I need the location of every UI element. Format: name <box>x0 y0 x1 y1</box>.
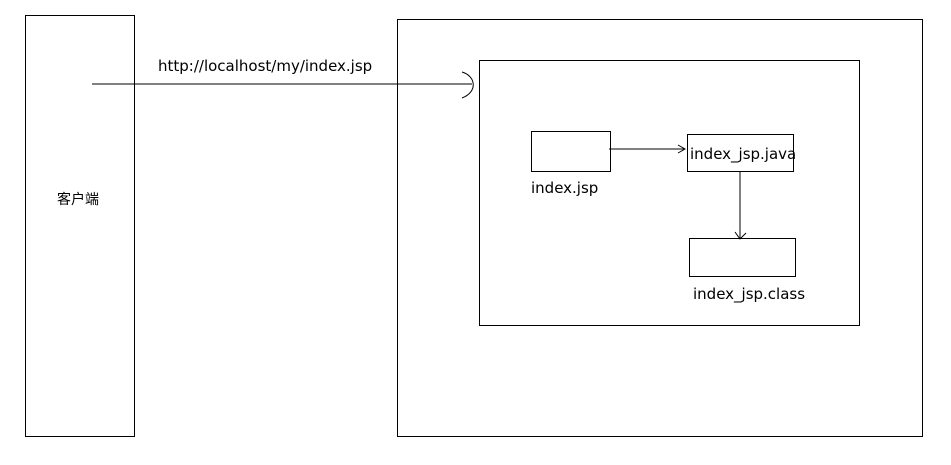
compile-arrowhead <box>734 231 747 240</box>
client-box <box>25 15 135 437</box>
java-file-box <box>687 134 794 172</box>
java-file-label: index_jsp.java <box>690 145 797 163</box>
request-arrowhead <box>461 71 474 99</box>
jsp-file-label: index.jsp <box>531 179 599 197</box>
request-url-label: http://localhost/my/index.jsp <box>158 57 373 75</box>
translate-arrowhead <box>677 144 687 154</box>
server-box <box>397 19 923 437</box>
jsp-file-box <box>531 131 611 172</box>
class-file-label: index_jsp.class <box>693 285 806 303</box>
class-file-box <box>689 238 796 277</box>
container-box <box>479 60 860 326</box>
client-label: 客户端 <box>57 192 99 208</box>
